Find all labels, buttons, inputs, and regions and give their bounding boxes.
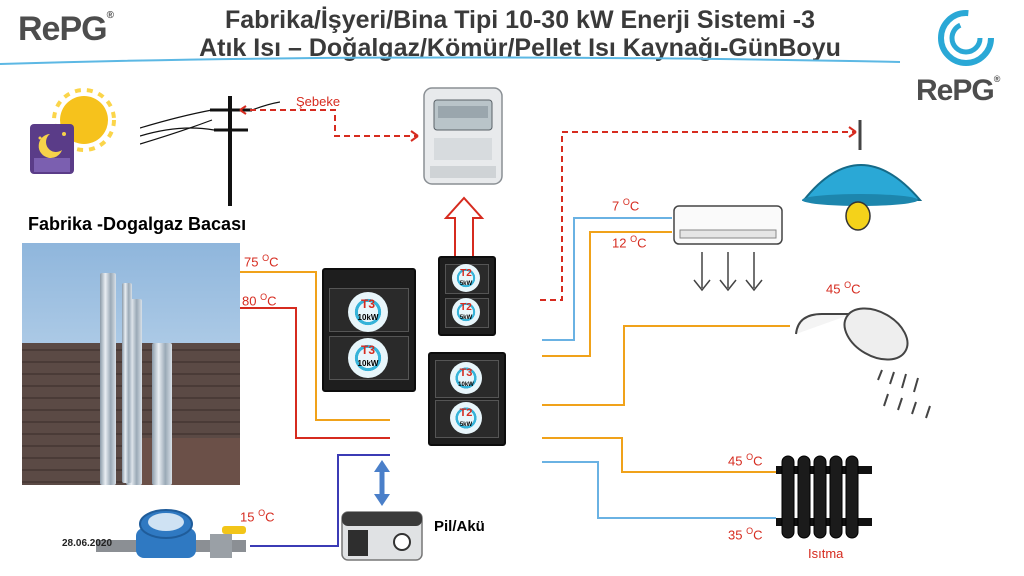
temp-inlet-80: 80 OC xyxy=(242,292,277,309)
lamp-icon xyxy=(794,120,930,240)
page-title-line1: Fabrika/İşyeri/Bina Tipi 10-30 kW Enerji… xyxy=(224,6,816,34)
chimney-photo xyxy=(22,243,240,485)
logo-left: RePG® xyxy=(18,10,114,48)
night-moon-icon xyxy=(30,124,74,174)
temp-ac-12: 12 OC xyxy=(612,234,647,251)
radiator-icon xyxy=(776,452,872,542)
temp-water-15: 15 OC xyxy=(240,508,275,525)
header-underline xyxy=(0,56,1024,65)
battery-icon xyxy=(340,504,424,564)
temp-ac-7: 7 OC xyxy=(612,197,640,214)
water-meter-icon xyxy=(96,500,246,570)
shower-icon xyxy=(792,300,942,430)
temp-radiator-35: 35 OC xyxy=(728,526,763,543)
repg-logo-icon xyxy=(936,8,996,68)
temp-shower-45: 45 OC xyxy=(826,280,861,297)
grid-label: Şebeke xyxy=(296,94,341,109)
air-conditioner-icon xyxy=(672,204,784,300)
temp-radiator-45: 45 OC xyxy=(728,452,763,469)
battery-label: Pil/Akü xyxy=(434,518,485,535)
electricity-meter-icon xyxy=(420,86,506,186)
utility-pole-icon xyxy=(139,96,281,206)
chimney-label: Fabrika -Dogalgaz Bacası xyxy=(28,214,247,234)
temp-inlet-75: 75 OC xyxy=(244,253,279,270)
date-label: 28.06.2020 xyxy=(62,538,113,549)
logo-right: RePG® xyxy=(916,74,1000,107)
heating-label: Isıtma xyxy=(808,546,844,561)
